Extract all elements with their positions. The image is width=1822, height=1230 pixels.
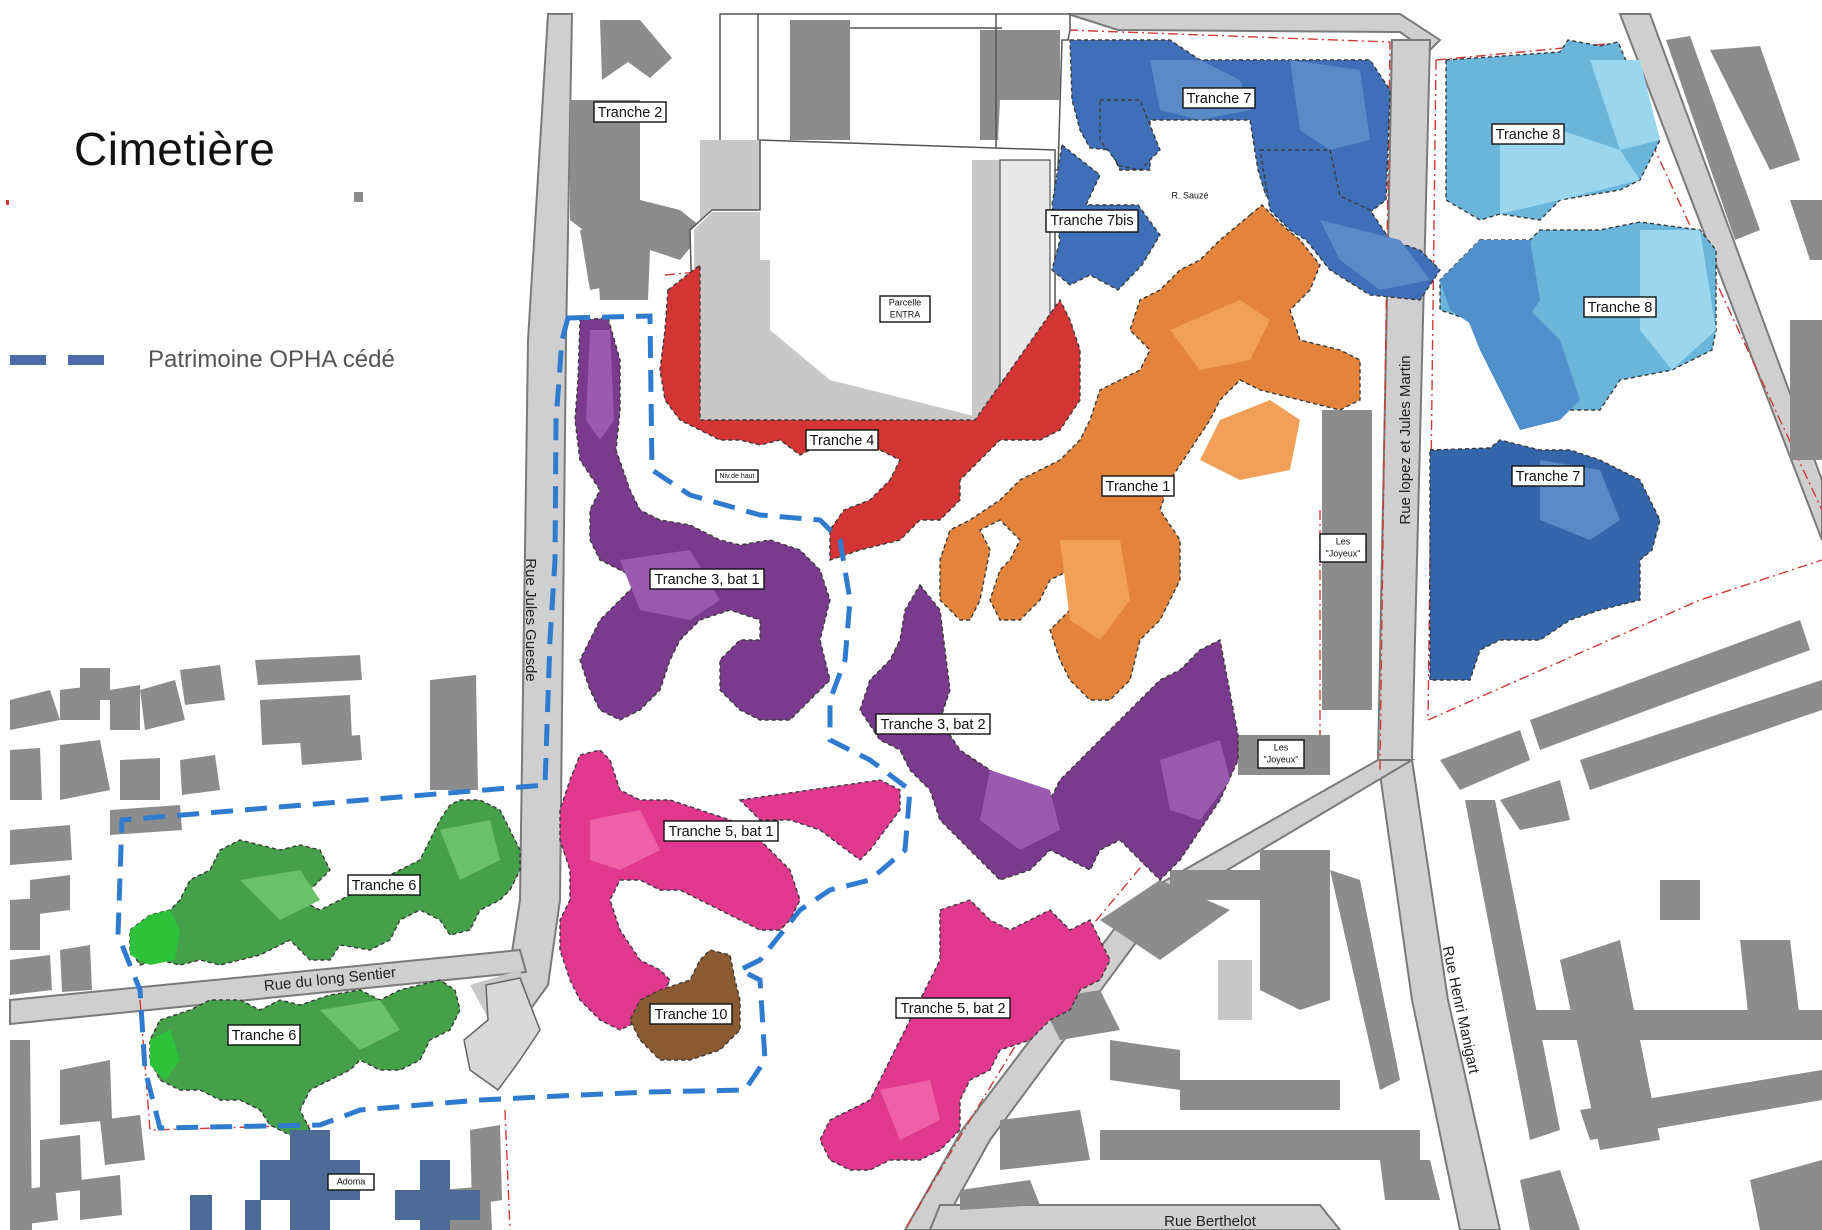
tranche-8-area	[1439, 39, 1717, 430]
svg-text:Tranche 6: Tranche 6	[352, 878, 417, 894]
street-rue-lopez-et-jules-martin: Rue lopez et Jules Martin	[1397, 355, 1414, 524]
label-les-joyeux-1: Les "Joyeux"	[1319, 533, 1367, 563]
tranche-6-south-area	[149, 979, 461, 1136]
tranche-3-bat-1-area	[574, 317, 831, 721]
tranche-5-bat-2-area	[819, 899, 1111, 1171]
svg-text:Tranche 2: Tranche 2	[598, 105, 663, 121]
label-les-joyeux-2: Les "Joyeux"	[1257, 739, 1305, 769]
label-tranche-1: Tranche 1	[1101, 475, 1175, 497]
svg-text:Tranche 5, bat 1: Tranche 5, bat 1	[668, 824, 773, 840]
label-tranche-4: Tranche 4	[805, 429, 879, 451]
svg-text:Tranche 3, bat 2: Tranche 3, bat 2	[880, 717, 985, 733]
tranche-1-area	[939, 204, 1361, 701]
svg-text:Tranche 1: Tranche 1	[1106, 479, 1171, 495]
opha-boundary	[115, 313, 913, 1131]
tranche-3-bat-2-area	[859, 583, 1239, 881]
svg-text:Tranche 8: Tranche 8	[1588, 300, 1653, 316]
tranche-7-upper-area	[1069, 39, 1441, 301]
legend-line-sample	[6, 192, 363, 365]
label-niveau: Niv.de haut	[715, 469, 759, 483]
svg-text:Tranche 8: Tranche 8	[1496, 127, 1561, 143]
svg-text:Les: Les	[1274, 742, 1289, 752]
svg-text:Parcelle: Parcelle	[889, 297, 922, 307]
label-tranche-2: Tranche 2	[593, 101, 667, 123]
small-labels: Parcelle ENTRA Les "Joyeux" Les "Joyeux"…	[327, 190, 1367, 1191]
label-tranche-10: Tranche 10	[649, 1003, 733, 1025]
label-tranche-3-bat-2: Tranche 3, bat 2	[875, 713, 991, 735]
svg-text:Tranche 10: Tranche 10	[655, 1007, 728, 1023]
legend-line-label: Patrimoine OPHA cédé	[148, 346, 395, 373]
svg-text:"Joyeux": "Joyeux"	[1326, 548, 1361, 558]
label-tranche-8-top: Tranche 8	[1491, 123, 1565, 145]
street-rue-jules-guesde: Rue Jules Guesde	[522, 558, 539, 681]
label-tranche-5-bat-1: Tranche 5, bat 1	[663, 820, 779, 842]
svg-text:"Joyeux": "Joyeux"	[1264, 754, 1299, 764]
svg-text:Tranche 5, bat 2: Tranche 5, bat 2	[900, 1001, 1005, 1017]
label-parcelle-entra: Parcelle ENTRA	[879, 295, 931, 323]
label-tranche-7-bottom: Tranche 7	[1511, 465, 1585, 487]
label-adoma: Adoma	[327, 1173, 375, 1191]
tranche-labels: Tranche 2 Tranche 7 Tranche 7bis Tranche…	[227, 87, 1657, 1046]
legend-title: Cimetière	[74, 123, 276, 175]
label-tranche-6-south: Tranche 6	[227, 1024, 301, 1046]
label-tranche-7-top: Tranche 7	[1182, 87, 1256, 109]
svg-text:Niv.de haut: Niv.de haut	[720, 473, 755, 480]
svg-text:Tranche 6: Tranche 6	[232, 1028, 297, 1044]
tranche-5-bat-1-area	[559, 749, 901, 1031]
svg-text:Les: Les	[1336, 536, 1351, 546]
svg-text:ENTRA: ENTRA	[890, 309, 921, 319]
svg-text:Tranche 7: Tranche 7	[1187, 91, 1252, 107]
adoma-buildings	[190, 1130, 480, 1230]
svg-text:Adoma: Adoma	[337, 1176, 366, 1186]
label-tranche-5-bat-2: Tranche 5, bat 2	[895, 997, 1011, 1019]
tranche-6-north-area	[129, 799, 521, 966]
svg-text:Tranche 7: Tranche 7	[1516, 469, 1581, 485]
svg-text:Tranche 4: Tranche 4	[810, 433, 875, 449]
label-tranche-6-north: Tranche 6	[347, 874, 421, 896]
label-r-sauze: R. Sauzé	[1171, 190, 1208, 200]
label-tranche-3-bat-1: Tranche 3, bat 1	[649, 568, 765, 590]
svg-text:Tranche 7bis: Tranche 7bis	[1050, 213, 1133, 229]
svg-text:Tranche 3, bat 1: Tranche 3, bat 1	[654, 572, 759, 588]
tranche-4-area	[659, 263, 1081, 561]
label-tranche-8-mid: Tranche 8	[1583, 296, 1657, 318]
label-tranche-7bis: Tranche 7bis	[1045, 209, 1139, 233]
street-rue-berthelot: Rue Berthelot	[1164, 1213, 1257, 1230]
